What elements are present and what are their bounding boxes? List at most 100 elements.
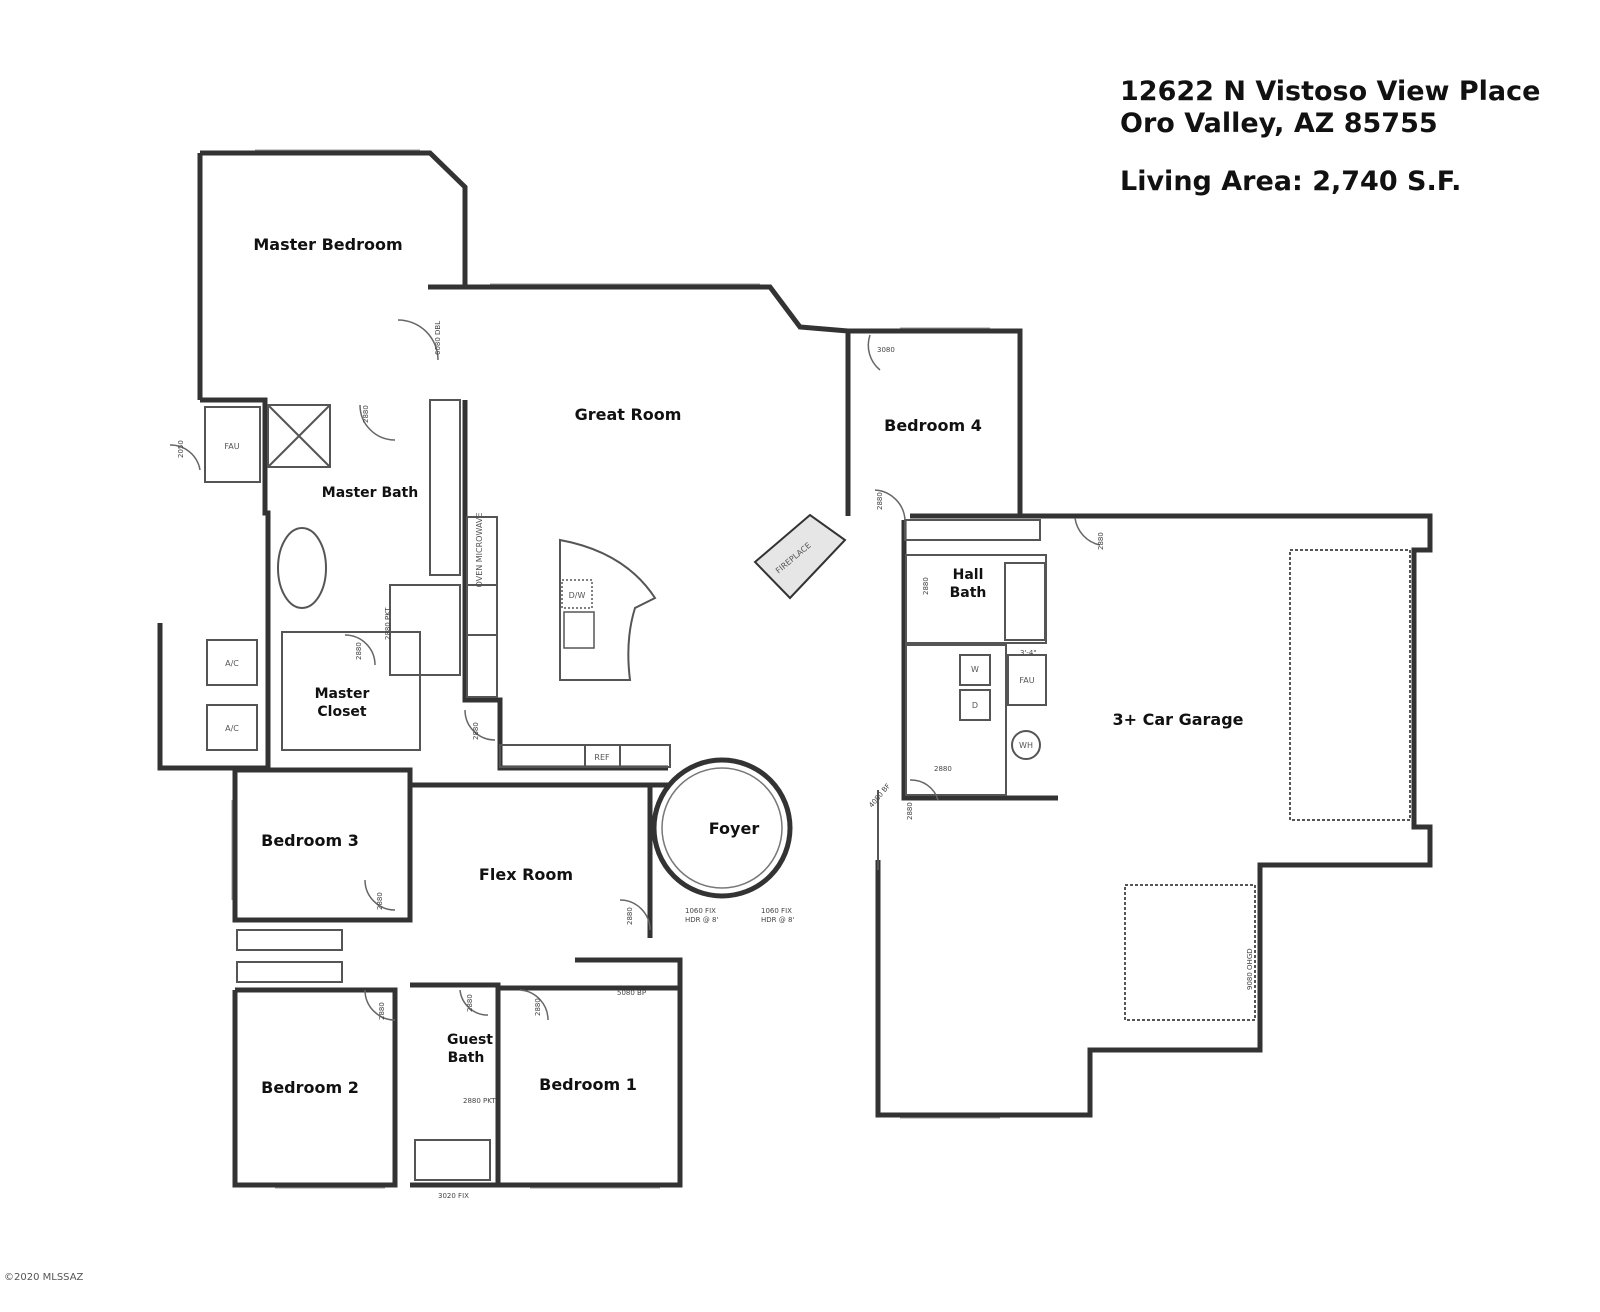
range	[466, 584, 498, 636]
note-1060-fix-a: 1060 FIX	[685, 907, 716, 915]
address-line-1: 12622 N Vistoso View Place	[1120, 76, 1541, 107]
garage-car-1	[1289, 549, 1411, 821]
label-bedroom-3: Bedroom 3	[261, 831, 359, 850]
fau-closet	[204, 406, 261, 483]
label-master-bedroom: Master Bedroom	[253, 235, 402, 254]
bedroom-3-closet	[236, 929, 343, 951]
garage-car-2	[1124, 884, 1256, 1021]
guest-tub	[414, 1139, 491, 1181]
garage-walls	[875, 513, 1433, 1118]
label-ac-1: A/C	[225, 659, 239, 668]
label-hall-bath-2: Bath	[950, 585, 987, 601]
note-2880-closet: 2880	[355, 642, 363, 660]
note-4080-bf: 4080 BF	[867, 782, 892, 809]
note-2880-bed3: 2880	[376, 892, 384, 910]
note-1060-fix-b: 1060 FIX	[761, 907, 792, 915]
note-2880-master: 2880	[362, 405, 370, 423]
label-fau-master: FAU	[224, 442, 239, 451]
door-master-entry	[359, 404, 396, 441]
master-tub	[277, 527, 327, 609]
note-2880-bed1: 2880	[534, 998, 542, 1016]
guest-bath-walls	[410, 982, 501, 1188]
label-ac-2: A/C	[225, 724, 239, 733]
note-2880-bed4: 2880	[876, 492, 884, 510]
label-water-heater: WH	[1019, 741, 1033, 750]
master-bath-west	[200, 397, 271, 768]
note-hdr-a: HDR @ 8'	[685, 916, 718, 924]
dryer	[959, 689, 991, 721]
label-bedroom-1: Bedroom 1	[539, 1075, 637, 1094]
note-5080-bp: 5080 BP	[617, 989, 646, 997]
door-bedroom-4	[867, 334, 881, 371]
label-garage: 3+ Car Garage	[1112, 710, 1243, 729]
door-guest	[459, 989, 489, 1016]
bedroom-1-closet	[575, 957, 683, 988]
label-bedroom-4: Bedroom 4	[884, 416, 982, 435]
water-heater	[1011, 730, 1041, 760]
label-ref: REF	[594, 753, 610, 762]
shower-diagonal-2	[267, 404, 331, 468]
master-bath-vanity	[429, 399, 461, 576]
bedroom-3-walls	[232, 767, 413, 923]
ref-box	[584, 744, 621, 768]
door-flex	[619, 899, 651, 931]
bedroom-2-closet	[236, 961, 343, 983]
door-master-double	[397, 319, 439, 361]
note-3020-fix: 3020 FIX	[438, 1192, 469, 1200]
ac-unit-2	[206, 704, 258, 751]
door-hall	[874, 489, 906, 521]
note-2880-laundry2: 2880	[906, 802, 914, 820]
bedroom-2-walls	[232, 987, 398, 1188]
label-flex-room: Flex Room	[479, 865, 573, 884]
ac-unit-1	[206, 639, 258, 686]
foyer-outer-circle	[651, 757, 793, 899]
note-2880-hall: 2880	[922, 577, 930, 595]
door-bedroom-3	[364, 879, 396, 911]
door-fau	[169, 444, 201, 471]
note-3080: 3080	[877, 346, 895, 354]
note-2880-pkt-guest: 2880 PKT	[463, 1097, 496, 1105]
note-2880-guest: 2880	[466, 994, 474, 1012]
door-closet	[344, 634, 376, 666]
label-washer: W	[971, 665, 979, 674]
master-bedroom-walls	[200, 150, 468, 287]
door-kitchen-pantry	[464, 709, 496, 741]
label-master-bath: Master Bath	[322, 485, 418, 501]
note-2050: 2050	[177, 440, 185, 458]
note-2880-laundry: 2880	[934, 765, 952, 773]
great-room-north-wall	[428, 284, 1023, 516]
note-3-4: 3'-4"	[1020, 649, 1037, 657]
doors	[169, 319, 1101, 1021]
laundry-walls	[901, 520, 1058, 801]
interior-walls	[204, 399, 1411, 1181]
kitchen-island	[559, 538, 657, 681]
note-6080-dbl: 6080 DBL	[434, 321, 442, 355]
hall-bath-room	[905, 554, 1047, 644]
note-hdr-b: HDR @ 8'	[761, 916, 794, 924]
label-foyer: Foyer	[709, 819, 760, 838]
garage-fau	[1007, 654, 1047, 706]
label-guest-bath-1: Guest	[447, 1032, 493, 1048]
dishwasher	[561, 579, 593, 609]
fireplace-shape	[753, 513, 847, 600]
exterior-walls	[157, 150, 1433, 1188]
label-bedroom-2: Bedroom 2	[261, 1078, 359, 1097]
note-2880-garage-door: 2880	[1097, 532, 1105, 550]
note-2880-pkt: 2880 PKT	[384, 607, 392, 640]
hall-linen	[904, 519, 1041, 541]
hall-bath-tub	[1004, 562, 1046, 641]
washer	[959, 654, 991, 686]
label-fau-garage: FAU	[1019, 676, 1034, 685]
label-oven: OVEN MICROWAVE	[475, 513, 484, 588]
label-great-room: Great Room	[575, 405, 682, 424]
door-laundry	[909, 779, 939, 801]
windows	[231, 149, 1000, 1189]
label-master-closet-1: Master	[315, 686, 370, 702]
note-2880-bed2: 2880	[378, 1002, 386, 1020]
note-2880-flex: 2880	[626, 907, 634, 925]
shower	[267, 404, 331, 468]
laundry-room	[905, 644, 1007, 796]
address-line-2: Oro Valley, AZ 85755	[1120, 108, 1438, 139]
label-dryer: D	[972, 701, 978, 710]
